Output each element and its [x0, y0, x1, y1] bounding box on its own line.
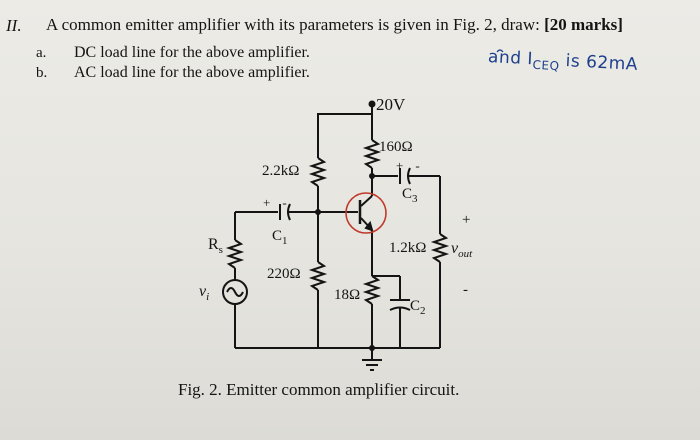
capacitor-c1-plate-b	[287, 203, 291, 221]
label-rs-main: R	[208, 236, 219, 253]
label-rs: Rs	[208, 236, 223, 256]
label-vout-minus: -	[463, 282, 468, 298]
capacitor-c2-plate-b	[389, 306, 411, 311]
label-c3-sub: 3	[412, 193, 418, 205]
question-text: A common emitter amplifier with its para…	[46, 15, 623, 35]
label-c2-main: C	[410, 298, 421, 314]
label-c3-main: C	[402, 186, 413, 202]
resistor-2-2k	[308, 157, 328, 187]
resistor-160	[362, 139, 382, 169]
subquestion-b-letter: b.	[36, 65, 48, 81]
transistor-collector	[360, 195, 373, 207]
label-vout-sub: out	[458, 248, 473, 261]
label-rl: 1.2kΩ	[389, 240, 427, 256]
label-vi-sub: i	[206, 291, 210, 304]
capacitor-c3-plate-b	[407, 167, 411, 185]
label-c1: C1	[272, 228, 288, 247]
resistor-1-2k	[430, 233, 450, 263]
label-vout-main: v	[451, 240, 459, 257]
label-rc: 160Ω	[379, 139, 413, 155]
figure-caption: Fig. 2. Emitter common amplifier circuit…	[178, 380, 460, 399]
question-body: A common emitter amplifier with its para…	[46, 15, 540, 34]
subquestion-a-text: DC load line for the above amplifier.	[74, 44, 310, 61]
label-r2: 220Ω	[267, 266, 301, 282]
resistor-rs	[225, 239, 245, 269]
resistor-18	[362, 275, 382, 305]
label-r1: 2.2kΩ	[262, 163, 300, 179]
junction-ground	[369, 345, 375, 351]
subquestion-a-letter: a.	[36, 45, 47, 61]
label-c3-minus: -	[415, 158, 420, 173]
resistor-220	[308, 261, 328, 291]
label-vcc: 20V	[376, 95, 406, 114]
junction-vcc	[368, 100, 376, 108]
label-c1-main: C	[272, 228, 283, 244]
label-vi: vi	[199, 283, 209, 303]
label-c3-plus: +	[396, 158, 404, 173]
ac-source-wave	[226, 287, 244, 297]
label-c1-minus: -	[282, 195, 287, 210]
subquestion-b-text: AC load line for the above amplifier.	[74, 64, 310, 81]
label-vi-main: v	[199, 283, 207, 300]
label-vout: vout	[451, 240, 472, 260]
handwriting-flourish	[496, 49, 504, 53]
label-c2-sub: 2	[420, 305, 426, 317]
label-re: 18Ω	[334, 287, 361, 303]
label-rs-sub: s	[218, 244, 223, 257]
label-vout-plus: +	[462, 212, 471, 228]
question-marks: [20 marks]	[544, 15, 623, 34]
transistor-emitter-arrow	[364, 220, 374, 232]
wire-top-rail	[317, 113, 372, 120]
label-c2: C2	[410, 298, 426, 317]
label-c1-polarity: +-	[263, 195, 287, 211]
label-c3: C3	[402, 186, 418, 205]
junction-base	[315, 209, 321, 215]
label-c1-plus: +	[263, 195, 271, 210]
transistor-circle	[345, 192, 387, 234]
label-c3-polarity: +-	[396, 158, 420, 174]
label-c1-sub: 1	[282, 235, 288, 247]
question-number: II.	[6, 16, 22, 35]
junction-collector	[369, 173, 375, 179]
